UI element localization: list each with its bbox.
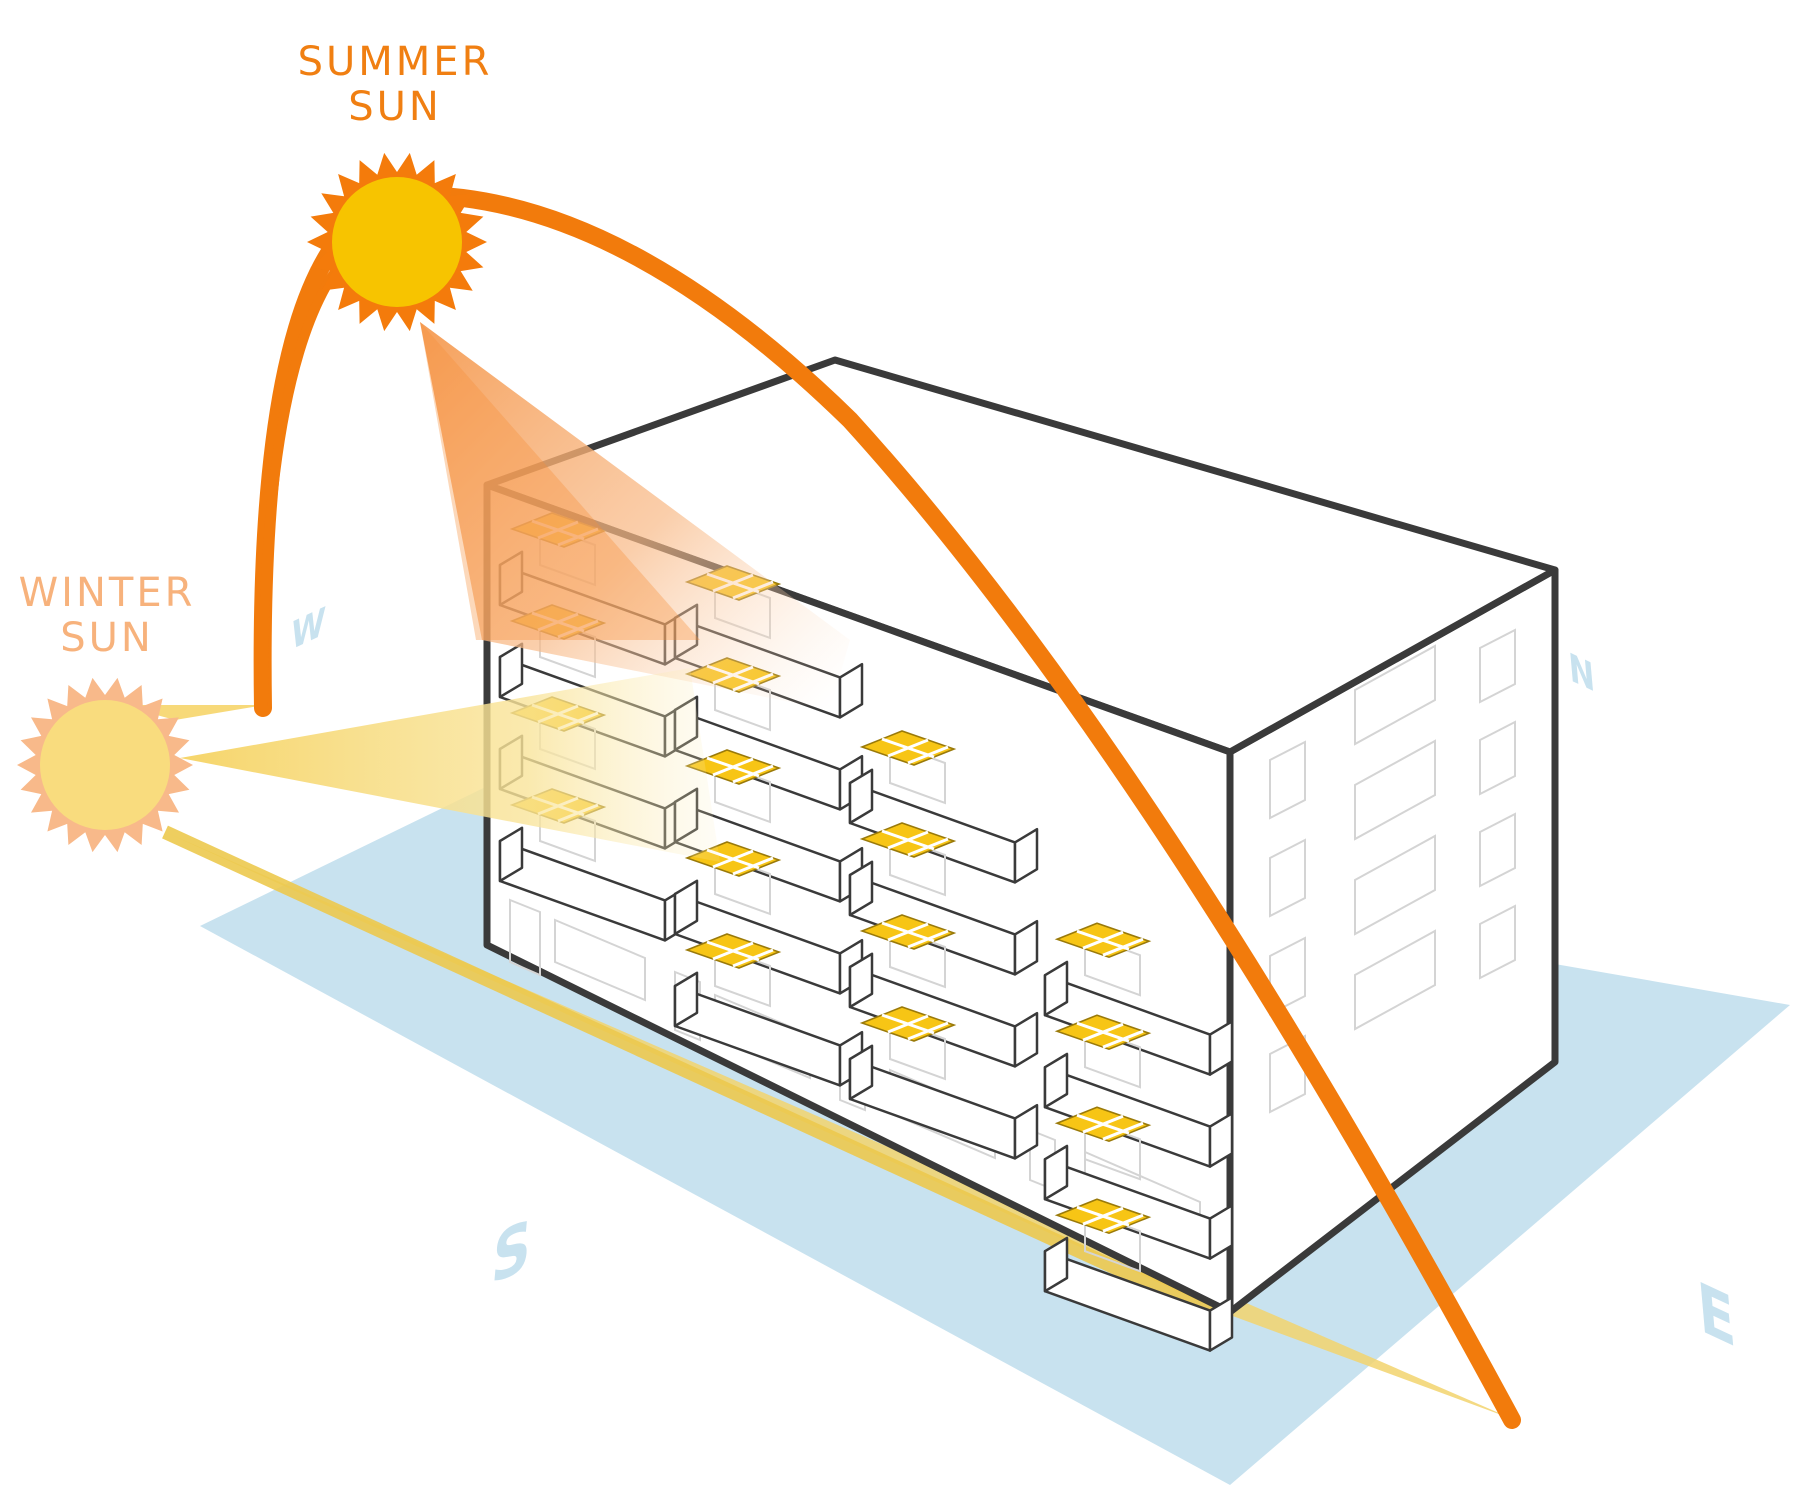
summer-sun-rays [420,322,850,710]
side-windows [1269,628,1516,1114]
solar-panel-icon [1054,1106,1152,1143]
summer-sun-icon [307,152,487,332]
solar-panel-icon [859,914,957,950]
summer-sun-label-line2: SUN [348,84,442,130]
balcony [848,1006,1039,1160]
solar-panel-icon [1054,922,1152,959]
summer-sun-label-line1: SUMMER [298,39,493,85]
compass-west: W [289,598,327,660]
solar-panel-icon [684,749,782,785]
solar-panel-icon [684,933,782,969]
compass-east: E [1695,1267,1739,1364]
balcony [848,822,1039,976]
winter-sun-rays [180,668,720,862]
solar-panel-icon [1054,1198,1152,1235]
balcony [1043,1014,1234,1168]
solar-panel-icon [859,822,957,858]
balcony [848,914,1039,1068]
balcony [848,730,1039,884]
winter-sun-icon [17,677,193,853]
solar-panel-icon [859,730,957,766]
summer-sun-path [253,185,1521,1429]
solar-panel-icon [1054,1014,1152,1051]
solar-panel-icon [859,1006,957,1042]
balcony [1043,922,1234,1076]
winter-sun-label-line1: WINTER [19,570,196,616]
balcony [1043,1198,1234,1352]
compass-south: S [489,1204,535,1302]
balcony [1043,1106,1234,1260]
compass-north: N [1567,644,1597,702]
winter-sun-label-line2: SUN [60,615,154,661]
